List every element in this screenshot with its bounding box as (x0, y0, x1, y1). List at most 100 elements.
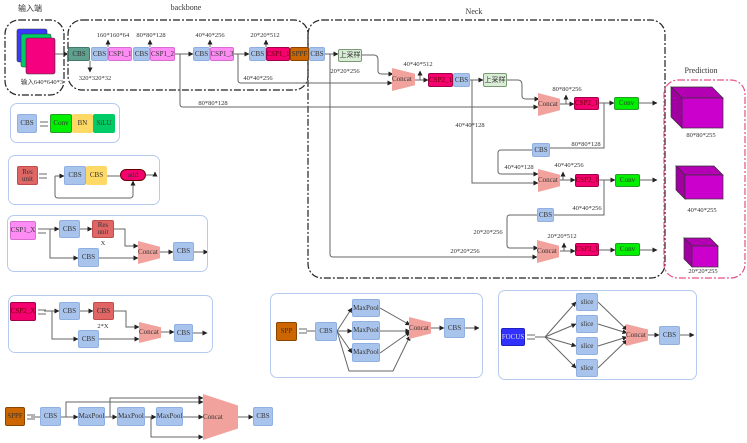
legend-focus: FOCUS (501, 328, 525, 346)
backbone-sppf: SPPF (290, 47, 309, 61)
connector-line (114, 310, 140, 330)
connector-line (336, 330, 411, 372)
legend-spp-concat: Concat (409, 317, 431, 339)
dim-label: 20*20*256 (330, 68, 360, 75)
legend-sppf: SPPF (5, 407, 25, 426)
legend-sppf-maxpool-3: MaxPool (156, 407, 183, 426)
connector-line (336, 330, 353, 354)
legend-csp1-cbs-3: CBS (173, 242, 194, 261)
connector-line (109, 395, 204, 417)
connector-line (150, 417, 204, 440)
output-size-80: 80*80*255 (686, 132, 716, 139)
connector-line (329, 54, 538, 260)
legend-spp-cbs-1: CBS (315, 322, 337, 341)
legend-bn: BN (72, 114, 93, 133)
legend-res-unit: Res unit (17, 166, 38, 185)
connector-line (597, 339, 628, 369)
focus-legend-panel (498, 290, 697, 380)
legend-csp2-cbs-3: CBS (174, 324, 193, 342)
connector-line (362, 54, 394, 77)
backbone-cbs-2: CBS (91, 47, 108, 61)
equals-symbol (38, 228, 46, 234)
connector-line (597, 301, 628, 331)
connector-line (114, 228, 139, 249)
dim-label: 40*40*256 (572, 205, 602, 212)
neck-upsample-2: 上采样 (483, 73, 507, 87)
head-conv-20: Conv (615, 243, 640, 256)
connector-line (336, 307, 353, 332)
legend-cbs: CBS (17, 114, 37, 133)
neck-section-title: Neck (465, 7, 483, 16)
neck-csp2-1-c: CSP2_1 (575, 174, 599, 187)
legend-csp2-cbs-1: CBS (59, 302, 80, 320)
input-region (4, 19, 65, 96)
spp-legend-panel (270, 293, 483, 378)
legend-spp-cbs-2: CBS (444, 318, 465, 338)
legend-csp1-x: CSP1_X (10, 221, 36, 240)
neck-csp2-1-b: CSP2_1 (574, 97, 599, 110)
neck-concat-2: Concat (538, 93, 560, 116)
dim-label: 20*20*256 (473, 229, 503, 236)
connector-line (146, 171, 158, 177)
connector-line (544, 323, 577, 338)
repeat-x-label: X (100, 240, 106, 247)
legend-focus-slice-4: slice (576, 359, 598, 377)
equals-symbol (299, 328, 307, 334)
dim-label: 20*20*512 (547, 233, 577, 240)
head-conv-80: Conv (614, 97, 639, 110)
legend-res-cbs-2: CBS (86, 166, 107, 185)
legend-spp: SPP (276, 322, 297, 341)
legend-focus-slice-1: slice (576, 293, 598, 311)
dim-label: 40*40*256 (195, 32, 225, 39)
neck-cbs-3: CBS (532, 143, 550, 157)
connector-line (65, 399, 204, 417)
connector-line (597, 323, 628, 335)
neck-concat-4: Concat (537, 240, 559, 263)
connector-line (544, 336, 577, 369)
backbone-csp1-3: CSP1_3 (210, 47, 234, 61)
connector-line (597, 335, 628, 347)
dim-label: 160*160*64 (96, 32, 130, 39)
legend-csp1-cbs-1: CBS (59, 220, 80, 238)
connector-line (49, 229, 79, 261)
legend-spp-maxpool-3: MaxPool (352, 343, 380, 362)
legend-csp1-cbs-2: CBS (78, 248, 99, 267)
input-image-red-channel (25, 37, 56, 75)
legend-csp2-x: CSP2_X (10, 302, 36, 321)
output-cube-20 (691, 245, 719, 268)
legend-spp-maxpool-2: MaxPool (352, 321, 380, 340)
legend-add: add (120, 169, 146, 181)
backbone-csp1-2: CSP1_2 (150, 47, 175, 61)
connector-line (507, 79, 540, 102)
legend-sppf-maxpool-2: MaxPool (117, 407, 145, 426)
prediction-region (663, 79, 746, 279)
dim-label: 40*40*256 (554, 162, 584, 169)
dim-label: 20*20*256 (450, 248, 480, 255)
csp1-legend-panel (7, 215, 208, 272)
neck-cbs-4: CBS (537, 208, 554, 222)
neck-cbs-2: CBS (453, 73, 470, 87)
legend-sppf-cbs-2: CBS (253, 407, 273, 426)
legend-csp1-res-unit: Res unit (92, 220, 114, 238)
backbone-csp1-1-final: CSP1_1 (266, 47, 290, 61)
backbone-csp1-1: CSP1_1 (108, 47, 132, 61)
connector-line (506, 214, 539, 251)
input-size-label: 输入640*640*3 (20, 79, 64, 86)
backbone-cbs-3: CBS (133, 47, 150, 61)
repeat-2x-label: 2*X (97, 323, 109, 330)
equals-symbol (527, 334, 535, 340)
connector-line (54, 176, 136, 199)
csp2-legend-panel (8, 295, 213, 353)
legend-focus-cbs: CBS (659, 326, 680, 345)
dim-label: 80*80*128 (198, 100, 228, 107)
dim-label: 40*40*256 (243, 75, 273, 82)
neck-csp2-1-d: CSP2_1 (575, 243, 599, 256)
legend-csp2-cbs-red: CBS (93, 302, 114, 320)
connector-line (554, 180, 605, 216)
output-size-20: 20*20*255 (688, 268, 718, 275)
legend-csp2-cbs-2: CBS (78, 330, 99, 348)
backbone-cbs-stem: CBS (68, 47, 90, 61)
legend-sppf-maxpool-1: MaxPool (78, 407, 105, 426)
connector-line (179, 54, 539, 110)
